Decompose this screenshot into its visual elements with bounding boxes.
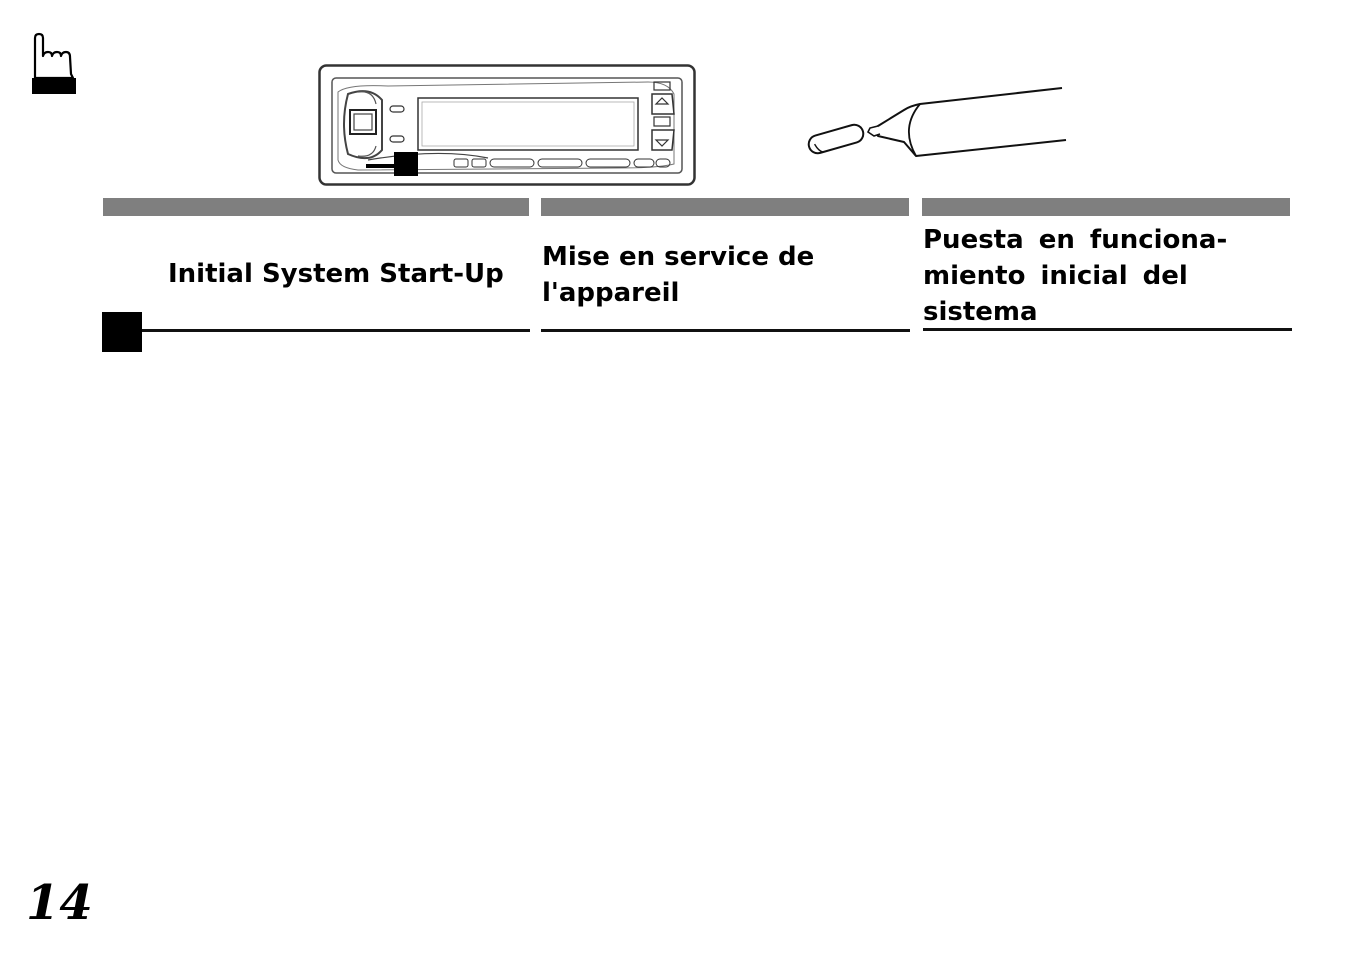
- section-title-french: Mise en service de l'appareil: [542, 239, 907, 311]
- section-underline-spanish: [923, 328, 1292, 331]
- column-header-bar-spanish: [922, 198, 1290, 216]
- section-title-english-text: Initial System Start-Up: [168, 259, 504, 289]
- ballpoint-pen-illustration: [804, 84, 1074, 162]
- column-header-bar-english: [103, 198, 529, 216]
- section-marker-square: [102, 312, 142, 352]
- section-title-french-line-2: l'appareil: [542, 278, 680, 308]
- hand-pointer-icon: [30, 32, 78, 96]
- column-header-bar-french: [541, 198, 909, 216]
- section-underline-french: [541, 329, 910, 332]
- section-title-spanish: Puesta en funciona- miento inicial del s…: [923, 222, 1289, 330]
- car-stereo-faceplate-illustration: [318, 64, 696, 186]
- section-title-spanish-line-1: Puesta en funciona-: [923, 225, 1228, 255]
- section-underline-english: [140, 329, 530, 332]
- page-number: 14: [26, 875, 93, 931]
- section-title-english: Initial System Start-Up: [168, 256, 528, 292]
- section-title-french-line-1: Mise en service de: [542, 242, 815, 272]
- section-title-spanish-line-2: miento inicial del: [923, 261, 1188, 291]
- section-title-spanish-line-3: sistema: [923, 297, 1038, 327]
